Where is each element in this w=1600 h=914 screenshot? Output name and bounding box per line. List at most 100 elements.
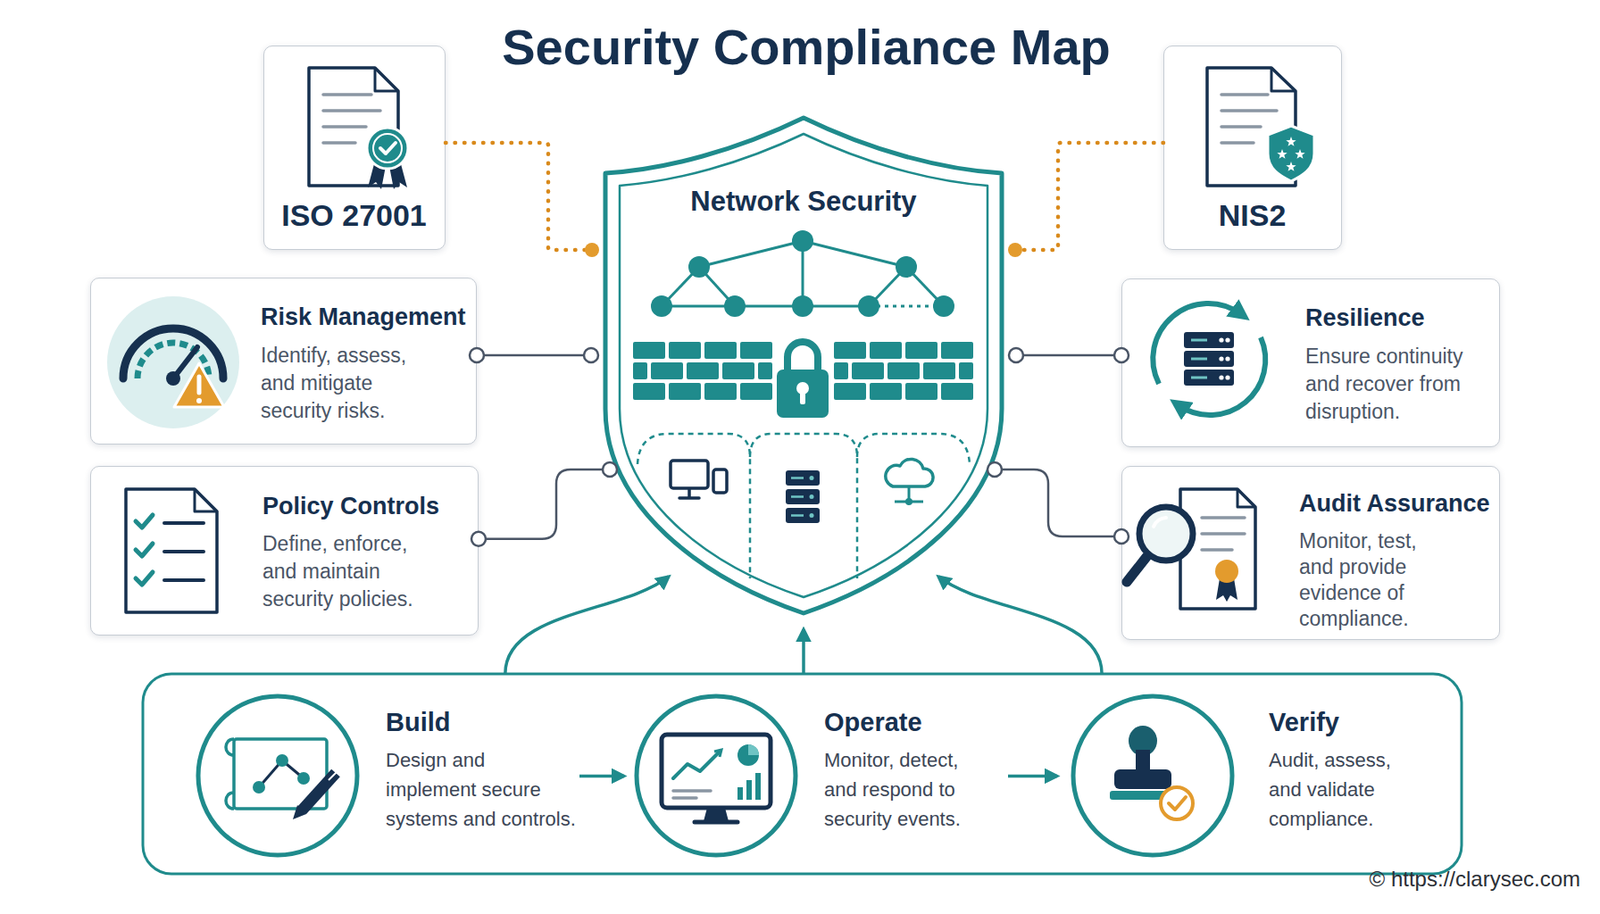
connector — [469, 348, 599, 363]
firewall-bricks — [833, 341, 867, 359]
operate-phase-icon — [673, 751, 720, 779]
link-connector — [1016, 354, 1122, 358]
padlock-icon — [800, 391, 806, 405]
operate-phase-icon — [703, 808, 729, 822]
connector-ring — [1008, 348, 1024, 363]
flow-arrow — [1008, 775, 1058, 779]
operate-phase-icon — [746, 780, 752, 800]
connector-ring — [987, 462, 1002, 477]
iso-document-icon — [375, 67, 399, 92]
firewall-bricks — [740, 341, 773, 359]
risk-gauge-icon — [123, 328, 224, 379]
build-phase-icon — [275, 754, 289, 767]
policy-checklist-icon — [125, 489, 217, 613]
standard-card: NIS2 — [1163, 45, 1342, 250]
node-heading: Verify — [1268, 707, 1430, 738]
iso-document-icon — [323, 125, 367, 129]
operate-phase-icon — [755, 773, 761, 800]
padlock-icon — [787, 341, 818, 374]
build-phase-icon — [297, 772, 310, 785]
device-icons — [670, 460, 709, 489]
resilience-cycle-icon — [1225, 356, 1230, 361]
firewall-bricks — [650, 362, 684, 380]
build-phase-icon — [301, 773, 336, 811]
audit-magnifier-icon — [1139, 507, 1193, 561]
shield-network-graph — [650, 295, 673, 317]
connector-ring — [602, 462, 617, 477]
connector-ring — [469, 348, 484, 363]
phase-band — [142, 674, 1462, 875]
node-heading: NIS2 — [1164, 197, 1341, 234]
shield-network-graph — [933, 295, 955, 317]
verify-phase-icon — [1135, 750, 1150, 772]
device-icons — [687, 488, 692, 498]
device-icons — [785, 508, 820, 524]
firewall-bricks — [905, 383, 938, 400]
diagram-title: Security Compliance Map — [0, 16, 1600, 79]
resilience-cycle-icon — [1152, 303, 1266, 416]
flow-arrow — [938, 576, 1102, 675]
nis2-document-icon — [1221, 125, 1261, 129]
verify-phase-icon — [1073, 696, 1233, 856]
firewall-bricks — [833, 383, 867, 400]
node-heading: Resilience — [1305, 303, 1493, 333]
shield-network-graph — [791, 295, 814, 317]
iso-document-icon — [308, 67, 409, 190]
shield-network-graph — [791, 230, 814, 252]
connector — [579, 775, 625, 777]
shield-network-graph — [868, 266, 907, 307]
verify-phase-icon — [1128, 725, 1158, 757]
operate-phase-icon — [714, 750, 722, 758]
nis2-document-icon — [1285, 161, 1296, 172]
link-connector — [478, 469, 610, 540]
connector-ring — [583, 348, 599, 363]
resilience-cycle-icon — [1218, 356, 1224, 361]
iso-document-icon — [366, 127, 409, 169]
phase-band — [142, 674, 1462, 875]
phase-step: VerifyAudit, assess, and validate compli… — [1062, 674, 1438, 871]
operate-phase-icon — [748, 744, 759, 756]
audit-magnifier-icon — [1180, 489, 1256, 609]
risk-gauge-icon — [137, 342, 209, 379]
resilience-cycle-icon — [1218, 375, 1224, 380]
firewall-bricks — [923, 362, 956, 380]
resilience-cycle-icon — [1218, 337, 1224, 342]
shield-network-graph — [906, 266, 944, 307]
device-icons — [905, 498, 913, 506]
build-phase-icon — [252, 781, 266, 794]
operate-phase-icon — [673, 789, 711, 793]
firewall-bricks — [633, 383, 666, 400]
connector — [1008, 348, 1129, 363]
shield-network-graph — [724, 295, 746, 317]
resilience-cycle-icon — [1178, 337, 1266, 416]
firewall-bricks — [941, 383, 974, 400]
operate-phase-icon — [636, 696, 796, 856]
dotted-connector — [1015, 142, 1164, 250]
padlock-icon — [776, 369, 829, 418]
nis2-document-icon — [1285, 136, 1296, 147]
connector — [987, 462, 1129, 544]
resilience-cycle-icon — [1191, 339, 1208, 342]
nis2-document-icon — [1271, 67, 1296, 92]
risk-gauge-icon — [107, 296, 240, 429]
node-heading: Policy Controls — [262, 491, 477, 521]
shield-zone-dividers — [637, 433, 970, 579]
iso-document-icon — [367, 160, 386, 190]
firewall-bricks — [905, 341, 938, 359]
policy-checklist-icon — [135, 572, 153, 585]
device-icons — [785, 489, 820, 505]
firewall-bricks — [851, 362, 884, 380]
shield-zone-dividers — [637, 433, 750, 579]
build-phase-icon — [198, 696, 358, 856]
node-description: Monitor, test, and provide evidence of c… — [1299, 528, 1434, 633]
build-phase-icon — [198, 696, 358, 856]
verify-phase-icon — [1114, 769, 1172, 790]
build-phase-icon — [258, 760, 283, 788]
firewall-bricks — [668, 383, 701, 400]
nis2-document-icon — [1276, 149, 1287, 159]
build-phase-icon — [292, 805, 307, 820]
iso-document-icon — [308, 67, 399, 186]
padlock-icon — [776, 341, 829, 418]
connector-dot — [1008, 242, 1023, 258]
